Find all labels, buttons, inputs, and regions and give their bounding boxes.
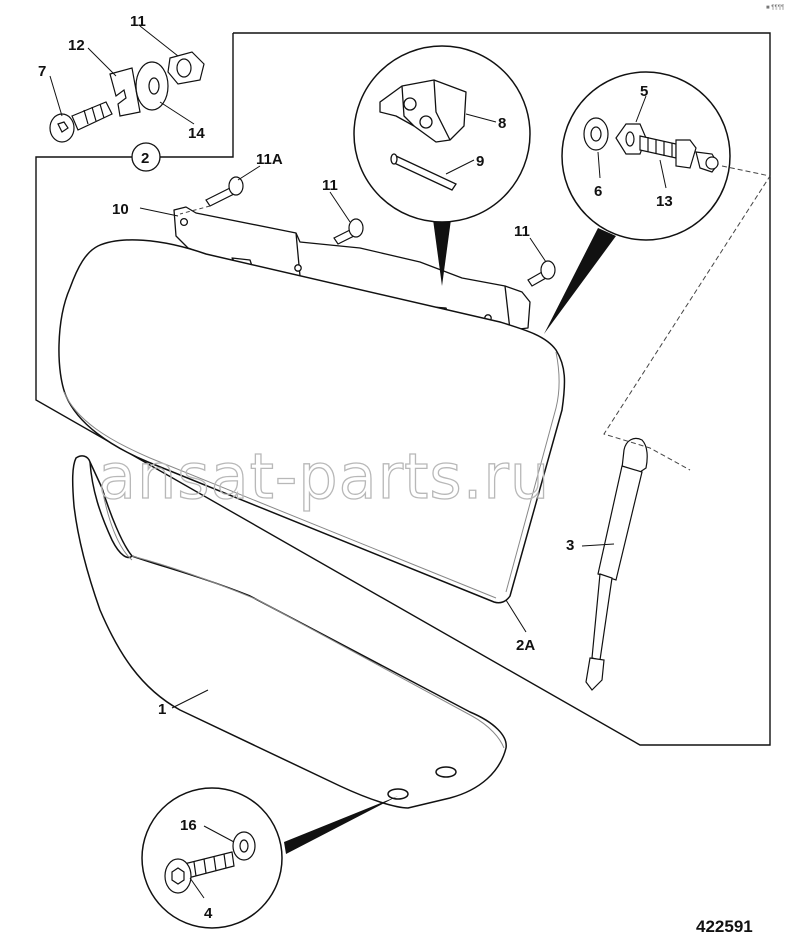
callout-11-right: 11 (514, 223, 530, 240)
screw-11-right (527, 260, 556, 287)
callout-16: 16 (180, 817, 197, 834)
slotted-plate (109, 67, 141, 117)
detail-circle-striker (544, 71, 731, 334)
hinge-detail-pointer (432, 212, 452, 286)
hinge-block (379, 79, 467, 143)
figure-number: 422591 (696, 917, 753, 936)
callout-5: 5 (640, 83, 648, 100)
strut-guide-line (603, 165, 771, 471)
detail-circle-fastener (141, 787, 398, 929)
callout-labels: 11 12 7 14 2 11A 11 10 11 8 9 5 6 13 3 2… (38, 13, 673, 922)
torx-screw (164, 851, 235, 894)
callout-10: 10 (112, 201, 129, 218)
leader-lines (49, 25, 667, 899)
glovebox-lid (71, 455, 507, 809)
callout-14: 13 (656, 193, 673, 210)
callout-8: 8 (498, 115, 506, 132)
tooth-washer (583, 117, 609, 151)
gas-strut (585, 437, 648, 691)
callout-2A: 2A (516, 637, 535, 654)
detail-circle-hinge (353, 45, 531, 286)
callout-6: 6 (594, 183, 602, 200)
screw-11a (205, 176, 244, 207)
callout-13: 14 (188, 125, 205, 142)
assembly-callout-ring (131, 142, 161, 172)
callout-4: 4 (204, 905, 213, 922)
cap-screw (49, 101, 113, 143)
striker-detail-pointer (544, 228, 616, 334)
assembly-frame (35, 32, 771, 746)
plain-washer (135, 61, 169, 111)
callout-15: 12 (68, 37, 85, 54)
callout-11A: 11A (256, 151, 283, 168)
callout-1: 1 (158, 701, 166, 718)
fastener-detail-pointer (284, 796, 398, 854)
flat-washer (232, 831, 256, 861)
spacer-nut (167, 51, 205, 85)
callout-3: 3 (566, 537, 574, 554)
callout-9: 9 (476, 153, 484, 170)
glovebox-body (58, 239, 566, 604)
screw-11-upper (333, 218, 364, 245)
screw-guide-line (179, 205, 211, 215)
callout-7: 7 (38, 63, 46, 80)
callout-11-upper: 11 (322, 177, 338, 194)
watermark: ansat-parts.ru (98, 440, 550, 513)
callout-12: 11 (130, 13, 146, 30)
corner-mark: ■ ¶¶¶¶ (766, 5, 784, 11)
callout-2: 2 (141, 150, 149, 167)
striker-stud (639, 135, 719, 173)
hinge-pin (390, 153, 457, 191)
